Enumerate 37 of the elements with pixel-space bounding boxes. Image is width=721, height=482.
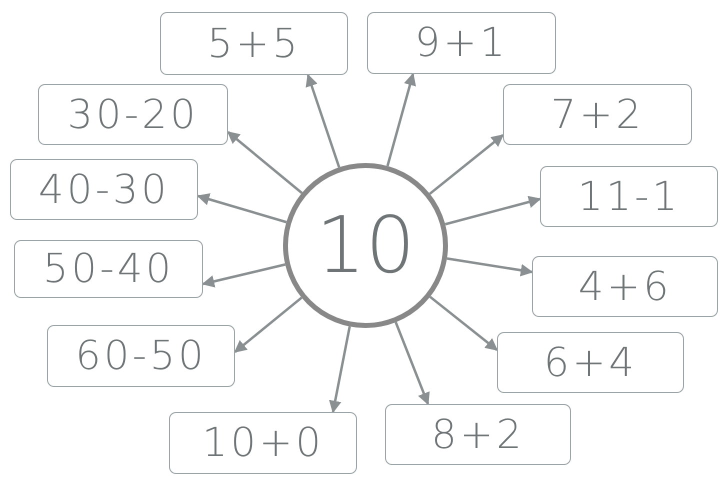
number-sentence: 11-1 [578,174,680,220]
number-sentence: 4+6 [578,264,672,310]
answer-box [10,159,198,220]
number-sentence: 5+5 [207,20,301,66]
number-sentence: 60-50 [75,333,207,379]
number-sentence: 7+2 [550,92,644,138]
number-sentence: 40-30 [38,166,170,212]
answer-box [497,332,684,393]
number-sentence: 6+4 [544,340,638,386]
number-sentence: 10+0 [202,420,324,466]
number-sentence: 30-20 [67,92,199,138]
answer-box [367,12,556,74]
answer-box [160,12,348,75]
arrow [202,263,286,288]
arrow [394,322,430,406]
answer-box [169,412,357,474]
arrow [234,296,302,353]
arrow [429,296,498,351]
arrow [429,134,504,195]
number-sentence: 50-40 [42,246,174,292]
number-sentence: 10 [316,200,416,290]
arrow [444,196,542,226]
number-sentence: 9+1 [414,20,508,66]
answer-box [385,404,571,465]
answer-box [503,84,692,145]
answer-box [540,166,718,227]
arrow [227,131,303,194]
arrow [196,193,287,224]
answer-box [14,240,203,298]
answer-box [532,256,718,317]
number-sentence: 8+2 [431,412,525,458]
arrow [306,74,340,168]
arrow [446,257,534,276]
answer-box [38,84,228,145]
answer-box [47,325,235,387]
arrow [386,72,416,166]
arrow [329,326,351,414]
